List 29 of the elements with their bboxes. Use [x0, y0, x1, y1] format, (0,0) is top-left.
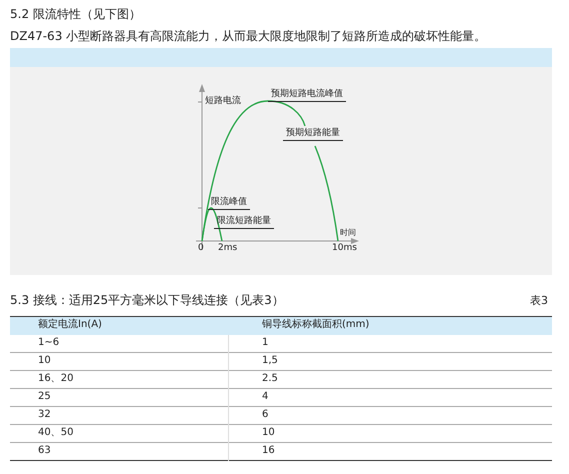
table-cell: 1,5 [262, 355, 278, 367]
axis-label: 短路电流 [205, 96, 241, 107]
table-header-cell: 铜导线标称截面积(mm) [262, 319, 370, 331]
tick-label: 2ms [218, 243, 238, 254]
curve-label: 限流短路能量 [214, 216, 274, 229]
curve-label: 限流峰值 [208, 197, 250, 210]
table-caption: 表3 [530, 294, 548, 308]
table-cell: 4 [262, 391, 268, 403]
table-cell: 1 [262, 337, 268, 349]
tick-label: 10ms [332, 243, 357, 254]
table-cell: 1~6 [38, 337, 60, 349]
table-header-cell: 额定电流In(A) [38, 319, 102, 331]
section-heading: 5.3 接线：适用25平方毫米以下导线连接（见表3） [10, 293, 284, 308]
table-cell: 16 [262, 445, 275, 457]
table-cell: 10 [262, 427, 275, 439]
axis-label: 时间 [340, 228, 356, 238]
table-cell: 10 [38, 355, 51, 367]
table-cell: 32 [38, 409, 51, 421]
curve-label: 预期短路能量 [283, 128, 343, 141]
section-heading: 5.2 限流特性（见下图） [10, 7, 141, 22]
table-cell: 2.5 [262, 373, 278, 385]
tick-label: 0 [198, 243, 204, 254]
table-cell: 16、20 [38, 373, 74, 385]
description-text: DZ47-63 小型断路器具有高限流能力，从而最大限度地限制了短路所造成的破坏性能量。 [10, 29, 486, 44]
curve-label: 预期短路电流峰值 [268, 89, 346, 102]
table-cell: 6 [262, 409, 268, 421]
table-cell: 40、50 [38, 427, 74, 439]
table-cell: 63 [38, 445, 51, 457]
table-cell: 25 [38, 391, 51, 403]
